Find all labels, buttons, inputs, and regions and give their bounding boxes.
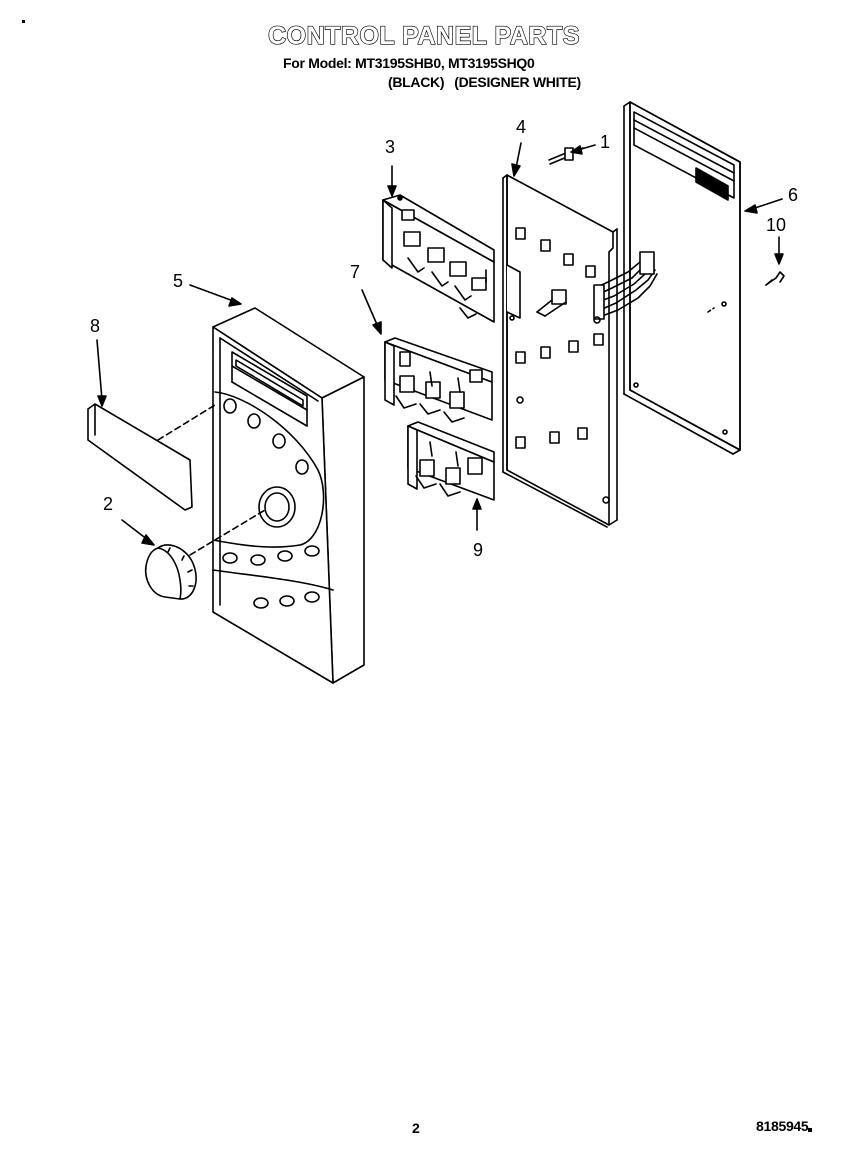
part-5-control-panel: [212, 307, 365, 684]
document-number: 8185945: [756, 1118, 809, 1134]
assembly-lines: [157, 404, 266, 556]
control-button: [223, 398, 309, 475]
callout-10: 10: [766, 215, 786, 235]
variant-line: (BLACK) (DESIGNER WHITE): [388, 74, 591, 90]
part-10-screw: [765, 271, 785, 286]
callout-labels: 1 2 3 4 5 6 7 8 9 10: [90, 117, 798, 560]
keypad-button: [222, 545, 320, 609]
callout-2: 2: [103, 494, 113, 514]
callout-1: 1: [600, 132, 610, 152]
part-9-key-holder: [407, 421, 495, 501]
part-2-knob: [144, 544, 197, 600]
page-title: CONTROL PANEL PARTS: [267, 21, 580, 50]
callout-3: 3: [385, 137, 395, 157]
callout-7: 7: [350, 262, 360, 282]
variant-white: (DESIGNER WHITE): [454, 74, 581, 90]
part-6-membrane-panel: [623, 101, 741, 455]
page-number: 2: [412, 1120, 420, 1136]
corner-mark: [22, 20, 25, 23]
part-8-display-lens: [87, 403, 193, 511]
variant-black: (BLACK): [388, 74, 445, 90]
callout-6: 6: [788, 185, 798, 205]
callout-5: 5: [173, 271, 183, 291]
board-switch: [515, 227, 604, 449]
part-3-key-holder: [382, 194, 495, 323]
model-line: For Model: MT3195SHB0, MT3195SHQ0: [283, 55, 535, 71]
callout-8: 8: [90, 316, 100, 336]
part-7-key-holder: [384, 337, 493, 423]
footer-mark: [808, 1128, 812, 1132]
callout-4: 4: [516, 117, 526, 137]
callout-9: 9: [473, 540, 483, 560]
part-4-circuit-board: [502, 174, 658, 528]
leader-lines: [96, 142, 784, 546]
